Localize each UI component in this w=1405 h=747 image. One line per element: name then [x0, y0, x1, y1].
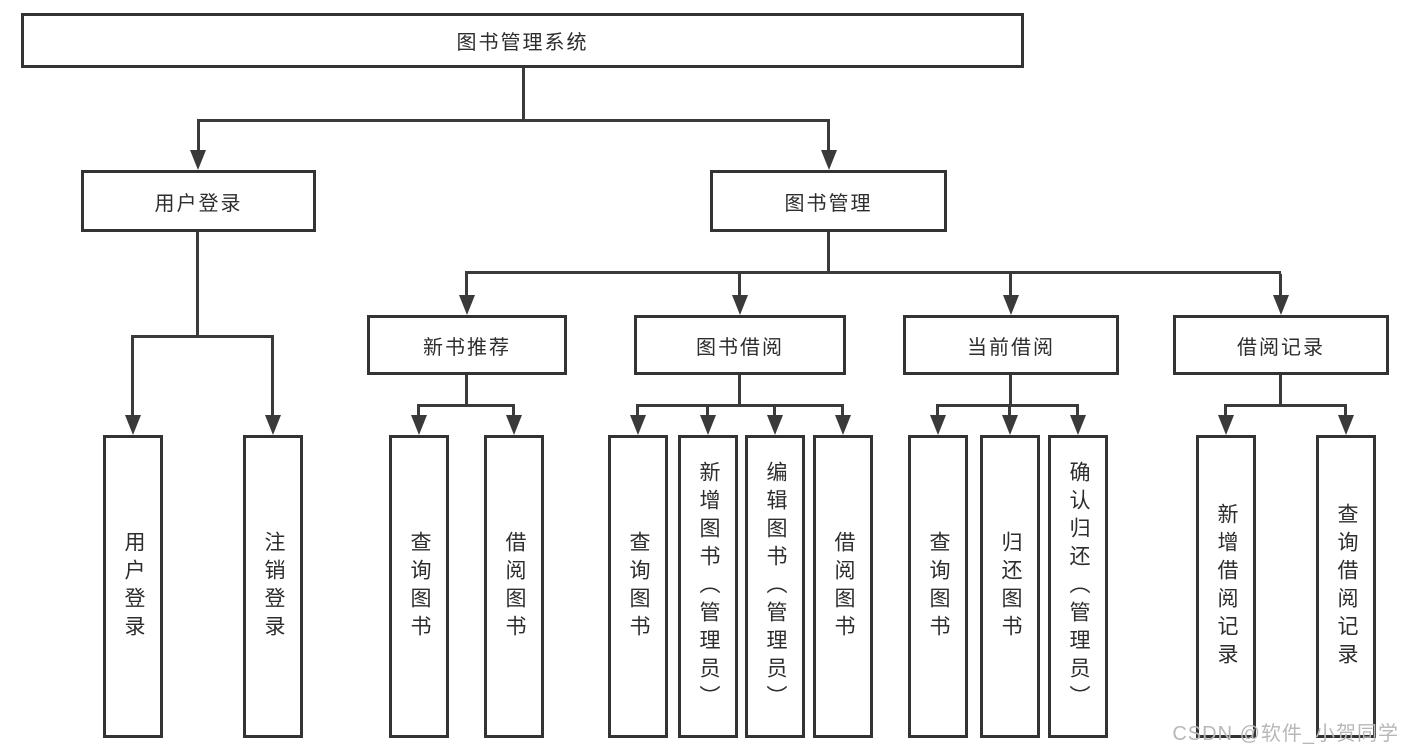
node-label: 新书推荐 [423, 336, 511, 359]
leaf-label: 查询借阅记录 [1335, 502, 1358, 671]
arrow-down-icon [265, 415, 281, 435]
connector-line [417, 407, 420, 417]
leaf-label: 新增借阅记录 [1215, 502, 1238, 671]
arrow-down-icon [506, 415, 522, 435]
arrow-down-icon [1070, 415, 1086, 435]
connector-line [636, 407, 639, 417]
arrow-down-icon [700, 415, 716, 435]
arrow-down-icon [1002, 415, 1018, 435]
connector-line [512, 407, 515, 417]
connector-line [738, 274, 741, 297]
connector-line [738, 375, 741, 404]
arrow-down-icon [125, 415, 141, 435]
connector-line [196, 232, 199, 335]
leaf-label: 新增图书（管理员） [697, 460, 720, 713]
leaf-label: 借阅图书 [503, 530, 526, 643]
leaf-confirm-return-admin: 确认归还（管理员） [1048, 435, 1108, 738]
node-book-borrowing: 图书借阅 [634, 315, 846, 375]
connector-line [1009, 274, 1012, 297]
leaf-return-books: 归还图书 [980, 435, 1040, 738]
arrow-down-icon [459, 295, 475, 315]
connector-line [1224, 404, 1347, 407]
node-user-login: 用户登录 [81, 170, 316, 232]
leaf-borrow-books-1: 借阅图书 [484, 435, 544, 738]
csdn-watermark: CSDN @软件_小贺同学 [1172, 723, 1399, 745]
leaf-edit-books-admin: 编辑图书（管理员） [745, 435, 805, 738]
connector-line [197, 122, 200, 154]
connector-line [1279, 274, 1282, 297]
node-current-borrowing: 当前借阅 [903, 315, 1119, 375]
connector-line [522, 68, 525, 119]
connector-line [936, 407, 939, 417]
leaf-label: 查询图书 [927, 530, 950, 643]
connector-line [827, 122, 830, 154]
connector-line [197, 119, 830, 122]
arrow-down-icon [411, 415, 427, 435]
connector-line [1009, 375, 1012, 404]
leaf-query-books-1: 查询图书 [389, 435, 449, 738]
connector-line [773, 407, 776, 417]
connector-line [465, 274, 468, 297]
node-label: 用户登录 [154, 192, 243, 215]
arrow-down-icon [1003, 295, 1019, 315]
leaf-label: 注销登录 [262, 530, 285, 643]
arrow-down-icon [821, 150, 837, 170]
leaf-label: 确认归还（管理员） [1067, 460, 1090, 713]
node-label: 借阅记录 [1237, 336, 1325, 359]
leaf-label: 查询图书 [627, 530, 650, 643]
connector-line [706, 407, 709, 417]
connector-line [1224, 407, 1227, 417]
node-label: 图书借阅 [696, 336, 784, 359]
connector-line [841, 407, 844, 417]
leaf-label: 借阅图书 [832, 530, 855, 643]
arrow-down-icon [732, 295, 748, 315]
node-book-management: 图书管理 [710, 170, 947, 232]
leaf-add-books-admin: 新增图书（管理员） [678, 435, 738, 738]
connector-line [1279, 375, 1282, 404]
leaf-label: 用户登录 [122, 530, 145, 643]
arrow-down-icon [190, 150, 206, 170]
arrow-down-icon [767, 415, 783, 435]
connector-line [936, 404, 1079, 407]
node-label: 当前借阅 [967, 336, 1055, 359]
connector-line [1008, 407, 1011, 417]
node-label: 图书管理系统 [456, 32, 589, 54]
leaf-borrow-books-2: 借阅图书 [813, 435, 873, 738]
leaf-logout: 注销登录 [243, 435, 303, 738]
connector-line [271, 338, 274, 417]
leaf-label: 归还图书 [999, 530, 1022, 643]
arrow-down-icon [930, 415, 946, 435]
arrow-down-icon [1273, 295, 1289, 315]
connector-line [131, 338, 134, 417]
node-new-book-recommendation: 新书推荐 [367, 315, 567, 375]
node-library-management-system: 图书管理系统 [21, 13, 1024, 68]
connector-line [465, 271, 1281, 274]
arrow-down-icon [630, 415, 646, 435]
node-label: 图书管理 [784, 192, 873, 215]
arrow-down-icon [1218, 415, 1234, 435]
leaf-query-books-3: 查询图书 [908, 435, 968, 738]
connector-line [1344, 407, 1347, 417]
leaf-label: 查询图书 [408, 530, 431, 643]
connector-line [465, 375, 468, 404]
leaf-query-borrow-record: 查询借阅记录 [1316, 435, 1376, 738]
arrow-down-icon [1338, 415, 1354, 435]
connector-line [827, 232, 830, 271]
node-borrowing-records: 借阅记录 [1173, 315, 1389, 375]
connector-line [417, 404, 515, 407]
connector-line [131, 335, 274, 338]
leaf-user-login: 用户登录 [103, 435, 163, 738]
leaf-query-books-2: 查询图书 [608, 435, 668, 738]
arrow-down-icon [835, 415, 851, 435]
connector-line [636, 404, 844, 407]
connector-line [1076, 407, 1079, 417]
leaf-label: 编辑图书（管理员） [764, 460, 787, 713]
leaf-add-borrow-record: 新增借阅记录 [1196, 435, 1256, 738]
